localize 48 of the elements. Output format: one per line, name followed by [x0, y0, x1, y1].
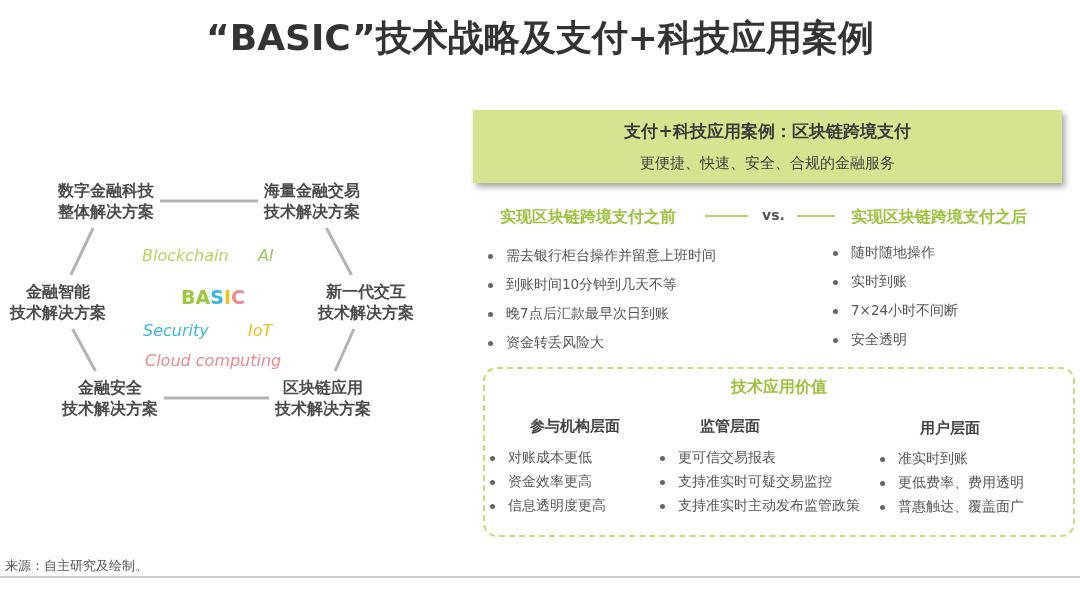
case-banner — [473, 110, 1062, 183]
connector-line — [71, 328, 97, 372]
bullet-item: 需去银行柜台操作并留意上班时间 — [506, 247, 716, 265]
dashed-panel — [483, 367, 1075, 537]
bullet-item: 晚7点后汇款最早次日到账 — [506, 305, 669, 323]
connector-line — [164, 396, 269, 400]
column-heading: 监管层面 — [700, 417, 760, 436]
comparison-heading: 实现区块链跨境支付之前 — [500, 207, 676, 228]
banner-subtitle: 更便捷、快速、安全、合规的金融服务 — [640, 154, 895, 173]
connector-line — [160, 199, 258, 203]
tech-keyword: Security — [143, 321, 209, 340]
column-heading: 参与机构层面 — [530, 417, 620, 436]
bullet-item: 实时到账 — [851, 273, 907, 291]
solution-label: 数字金融科技整体解决方案 — [58, 180, 154, 222]
acronym: BASIC — [181, 286, 245, 308]
bullet-item: 7×24小时不间断 — [851, 302, 959, 320]
bullet-item: 对账成本更低 — [508, 449, 592, 467]
bullet-item: 安全透明 — [851, 331, 907, 349]
bullet-item: 更可信交易报表 — [678, 449, 776, 467]
vs-label: vs. — [762, 207, 785, 223]
bullet-item: 资金转丢风险大 — [506, 334, 604, 352]
bullet-item: 更低费率、费用透明 — [898, 474, 1024, 492]
connector-line — [69, 227, 95, 276]
source-note: 来源：自主研究及绘制。 — [5, 558, 148, 575]
title: “BASIC”技术战略及支付+科技应用案例 — [205, 16, 875, 60]
bullet-item: 支持准实时可疑交易监控 — [678, 473, 832, 491]
comparison-heading: 实现区块链跨境支付之后 — [851, 207, 1027, 228]
bullet-item: 普惠触达、覆盖面广 — [898, 498, 1024, 516]
solution-label: 海量金融交易技术解决方案 — [264, 180, 360, 222]
bullet-item: 信息透明度更高 — [508, 497, 606, 515]
solution-label: 区块链应用技术解决方案 — [275, 377, 371, 419]
connector-line — [333, 328, 356, 372]
solution-label: 新一代交互技术解决方案 — [318, 281, 414, 323]
bullet-item: 随时随地操作 — [851, 244, 935, 262]
tech-keyword: Blockchain — [142, 246, 229, 265]
bullet-item: 资金效率更高 — [508, 473, 592, 491]
tech-keyword: Cloud computing — [145, 351, 282, 370]
tech-keyword: AI — [258, 246, 274, 265]
solution-label: 金融智能技术解决方案 — [10, 281, 106, 323]
panel-heading: 技术应用价值 — [731, 377, 827, 398]
banner-heading: 支付+科技应用案例：区块链跨境支付 — [624, 120, 911, 143]
tech-keyword: IoT — [248, 321, 273, 340]
bullet-item: 支持准实时主动发布监管政策 — [678, 497, 860, 515]
bullet-item: 到账时间10分钟到几天不等 — [506, 276, 678, 294]
column-heading: 用户层面 — [920, 419, 980, 438]
connector-line — [325, 227, 353, 276]
bullet-item: 准实时到账 — [898, 450, 968, 468]
solution-label: 金融安全技术解决方案 — [62, 377, 158, 419]
